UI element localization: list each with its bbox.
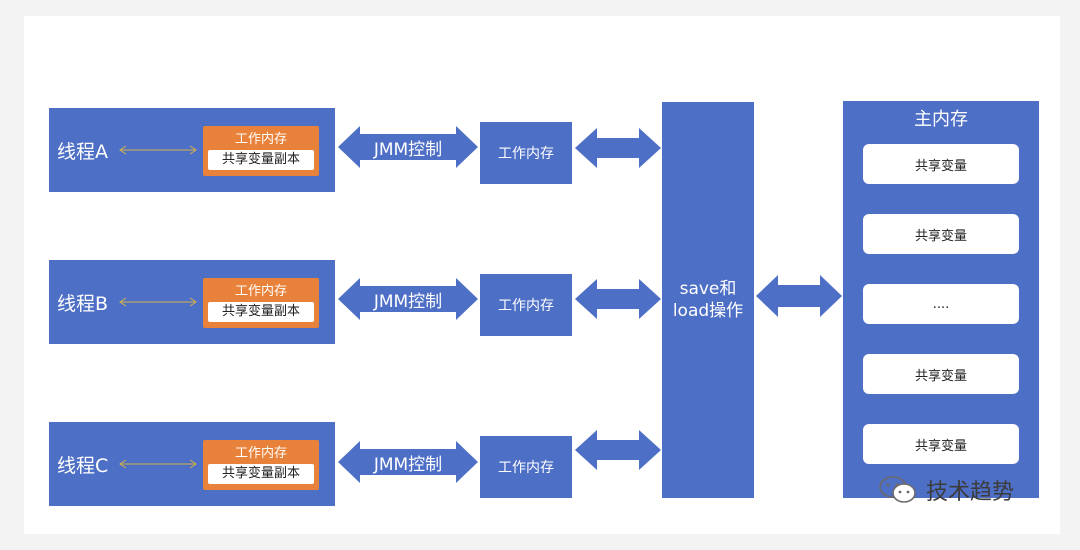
work-memory-box-c: 工作内存	[480, 436, 572, 498]
double-arrow-c	[575, 430, 661, 470]
jmm-control-label-b: JMM控制	[373, 291, 443, 312]
thread-a-work-memory-title: 工作内存	[234, 132, 287, 147]
diagram-canvas: 线程A 工作内存 共享变量副本 线程B 工作内存 共享变量副本 线程C	[24, 16, 1060, 534]
save-load-line-2: load操作	[672, 301, 744, 321]
watermark: 技术趋势	[878, 474, 1014, 506]
thread-c-work-memory-title: 工作内存	[234, 446, 287, 461]
shared-variable-4: 共享变量	[863, 424, 1019, 464]
wechat-icon	[879, 476, 916, 503]
shared-variable-2: 共享变量	[863, 214, 1019, 254]
jmm-control-arrow-b: JMM控制	[338, 278, 478, 320]
save-load-column: save和 load操作	[662, 102, 754, 498]
jmm-control-arrow-a: JMM控制	[338, 126, 478, 168]
jmm-control-arrow-c: JMM控制	[338, 441, 478, 483]
watermark-text: 技术趋势	[925, 480, 1014, 505]
thread-c-variable-copy: 共享变量副本	[208, 464, 314, 484]
thread-a-work-memory: 工作内存 共享变量副本	[203, 126, 319, 176]
thread-c-work-memory: 工作内存 共享变量副本	[203, 440, 319, 490]
thread-b-variable-copy: 共享变量副本	[208, 302, 314, 322]
main-memory-box: 主内存 共享变量 共享变量 .... 共享变量 共享变量	[843, 101, 1039, 498]
work-memory-box-b: 工作内存	[480, 274, 572, 336]
thread-a-variable-copy: 共享变量副本	[208, 150, 314, 170]
jmm-arrow-shape-c	[338, 441, 478, 483]
main-memory-title: 主内存	[914, 109, 968, 130]
thread-a-sync-arrow	[119, 145, 197, 155]
work-memory-box-a: 工作内存	[480, 122, 572, 184]
shared-variable-3: 共享变量	[863, 354, 1019, 394]
jmm-arrow-shape-a	[338, 126, 478, 168]
thread-b-sync-arrow	[119, 297, 197, 307]
thread-b-box: 线程B 工作内存 共享变量副本	[49, 260, 335, 344]
thread-b-label: 线程B	[57, 292, 109, 315]
double-arrow-a	[575, 128, 661, 168]
jmm-control-label-a: JMM控制	[373, 139, 443, 160]
thread-c-sync-arrow	[119, 459, 197, 469]
thread-c-label: 线程C	[57, 454, 109, 477]
double-arrow-b	[575, 279, 661, 319]
shared-variable-1: 共享变量	[863, 144, 1019, 184]
thread-b-work-memory-title: 工作内存	[234, 284, 287, 299]
thread-a-label: 线程A	[57, 140, 108, 163]
jmm-arrow-shape-b	[338, 278, 478, 320]
shared-variable-ellipsis: ....	[863, 284, 1019, 324]
thread-a-box: 线程A 工作内存 共享变量副本	[49, 108, 335, 192]
double-arrow-main	[756, 275, 842, 317]
thread-c-box: 线程C 工作内存 共享变量副本	[49, 422, 335, 506]
jmm-control-label-c: JMM控制	[373, 454, 443, 475]
save-load-line-1: save和	[679, 279, 737, 299]
thread-b-work-memory: 工作内存 共享变量副本	[203, 278, 319, 328]
